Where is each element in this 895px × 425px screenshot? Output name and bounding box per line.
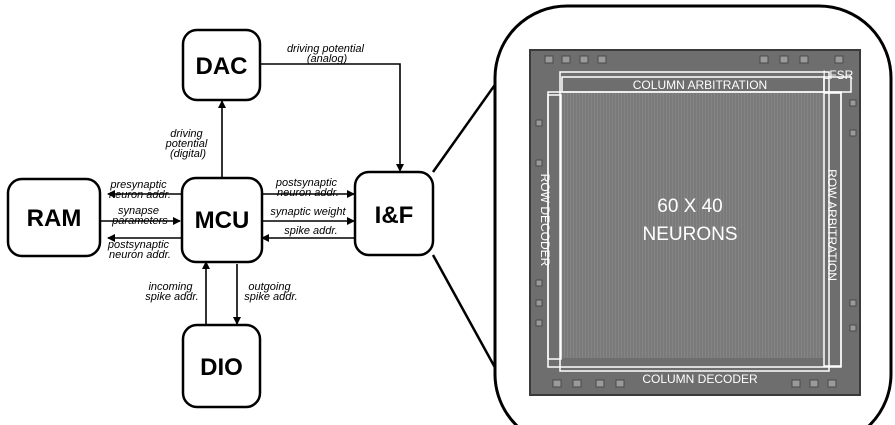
bond-pads-bottom [552, 379, 837, 388]
lfsr-label: LFSR [823, 68, 854, 82]
dac-block: DAC [181, 28, 262, 102]
ram-label: RAM [27, 205, 82, 232]
postsynaptic-neuron-addr-ram-label: postsynaptic neuron addr. [107, 239, 172, 261]
neurons-label: NEURONS [642, 224, 737, 245]
dac-to-iaf-arrow [260, 63, 404, 172]
dac-label: DAC [196, 53, 248, 80]
spike-addr-label: spike addr. [284, 225, 337, 237]
driving-potential-digital-label: driving potential (digital) [165, 128, 211, 160]
dio-block: DIO [181, 323, 262, 409]
presynaptic-neuron-addr-label: presynaptic neuron addr. [109, 179, 171, 201]
neuron-count-label: 60 X 40 [657, 196, 723, 217]
incoming-spike-addr-label: incoming spike addr. [145, 281, 198, 303]
mcu-block: MCU [180, 176, 264, 264]
mcu-label: MCU [195, 207, 250, 234]
column-arbitration-label: COLUMN ARBITRATION [633, 78, 767, 92]
core-outline [547, 91, 842, 368]
iaf-label: I&F [375, 202, 414, 229]
chip-micrograph-callout: COLUMN ARBITRATION LFSR COLUMN DECODER R… [493, 4, 893, 425]
postsynaptic-neuron-addr-iaf-label: postsynaptic neuron addr. [275, 177, 340, 199]
iaf-block: I&F [353, 170, 435, 257]
bond-pads-right [849, 99, 857, 332]
synaptic-weight-label: synaptic weight [270, 206, 346, 218]
bond-pads-left [535, 119, 543, 327]
synapse-parameters-label: synapse parameters [111, 205, 168, 227]
column-decoder-label: COLUMN DECODER [642, 372, 758, 386]
dio-label: DIO [200, 354, 243, 381]
array-outline [559, 71, 830, 372]
bond-pads-top [544, 55, 844, 64]
neuron-array [560, 93, 823, 358]
ram-block: RAM [6, 177, 102, 258]
driving-potential-analog-label: driving potential (analog) [287, 43, 367, 65]
row-decoder-label: ROW DECODER [538, 174, 552, 267]
row-arbitration-label: ROW ARBITRATION [825, 169, 839, 281]
outgoing-spike-addr-label: outgoing spike addr. [244, 281, 297, 303]
